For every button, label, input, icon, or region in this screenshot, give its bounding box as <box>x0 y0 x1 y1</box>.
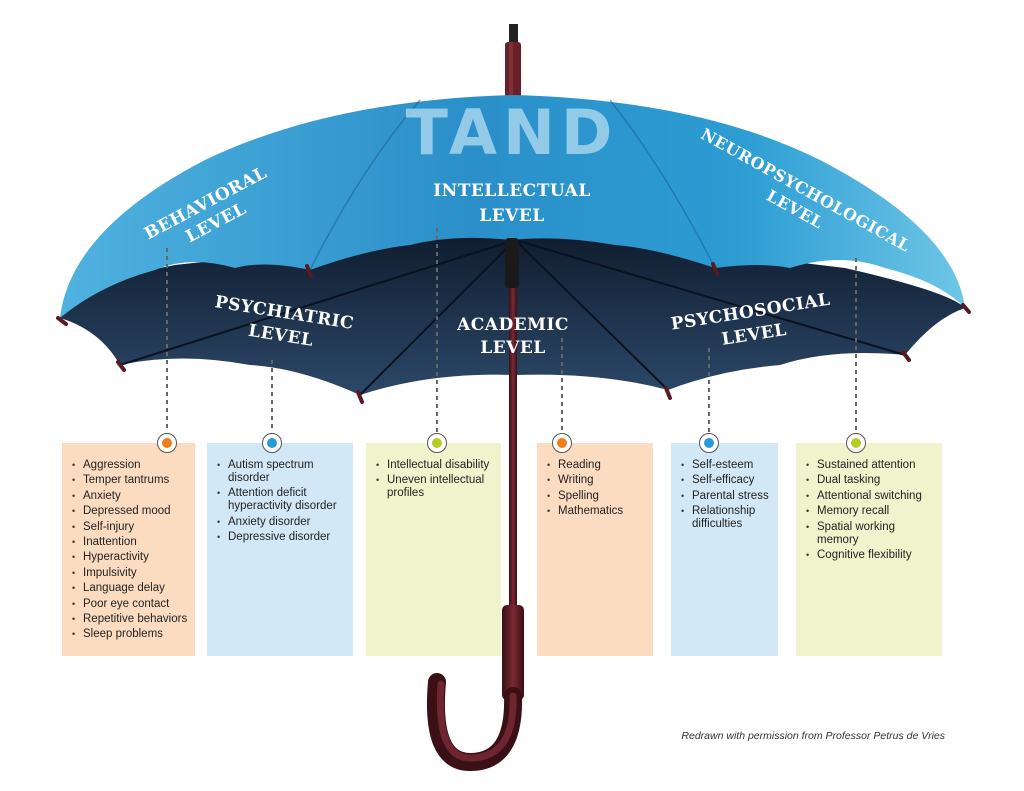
marker-intellectual-icon <box>427 433 447 453</box>
list-item: Repetitive behaviors <box>71 613 189 626</box>
list-item: Uneven intellectual profiles <box>375 474 495 500</box>
list-item: Inattention <box>71 536 189 549</box>
umbrella-handle <box>427 605 524 772</box>
list-item: Self-efficacy <box>680 474 772 487</box>
list-item: Sleep problems <box>71 628 189 641</box>
marker-academic-icon <box>552 433 572 453</box>
list-item: Depressive disorder <box>216 531 347 544</box>
svg-text:LEVEL: LEVEL <box>480 338 546 358</box>
item-list: Autism spectrum disorder Attention defic… <box>216 459 347 544</box>
list-item: Sustained attention <box>805 459 936 472</box>
box-psychosocial: Self-esteem Self-efficacy Parental stres… <box>671 443 778 656</box>
list-item: Impulsivity <box>71 567 189 580</box>
item-list: Self-esteem Self-efficacy Parental stres… <box>680 459 772 531</box>
label-intellectual-level: INTELLECTUAL LEVEL <box>433 181 591 226</box>
box-academic: Reading Writing Spelling Mathematics <box>537 443 653 656</box>
list-item: Temper tantrums <box>71 474 189 487</box>
rib-tips <box>56 262 971 404</box>
label-academic-level: ACADEMIC LEVEL <box>456 315 569 358</box>
svg-text:LEVEL: LEVEL <box>479 206 545 226</box>
list-item: Spelling <box>546 490 647 503</box>
list-item: Autism spectrum disorder <box>216 459 347 485</box>
marker-psychiatric-icon <box>262 433 282 453</box>
connector-lines <box>166 228 857 432</box>
list-item: Spatial working memory <box>805 521 936 547</box>
list-item: Attentional switching <box>805 490 936 503</box>
item-list: Reading Writing Spelling Mathematics <box>546 459 647 518</box>
umbrella-tip <box>505 24 521 102</box>
item-list: Sustained attention Dual tasking Attenti… <box>805 459 936 562</box>
list-item: Depressed mood <box>71 505 189 518</box>
list-item: Parental stress <box>680 490 772 503</box>
marker-behavioral-icon <box>157 433 177 453</box>
box-intellectual: Intellectual disability Uneven intellect… <box>366 443 501 656</box>
marker-neuropsychological-icon <box>846 433 866 453</box>
canopy-top <box>60 95 965 318</box>
list-item: Intellectual disability <box>375 459 495 472</box>
item-list: Intellectual disability Uneven intellect… <box>375 459 495 500</box>
box-neuropsychological: Sustained attention Dual tasking Attenti… <box>796 443 942 656</box>
svg-text:ACADEMIC: ACADEMIC <box>456 315 569 335</box>
marker-psychosocial-icon <box>699 433 719 453</box>
diagram-title: TAND <box>406 96 619 169</box>
list-item: Memory recall <box>805 505 936 518</box>
list-item: Language delay <box>71 582 189 595</box>
list-item: Poor eye contact <box>71 598 189 611</box>
list-item: Cognitive flexibility <box>805 549 936 562</box>
svg-text:INTELLECTUAL: INTELLECTUAL <box>433 181 591 201</box>
list-item: Self-injury <box>71 521 189 534</box>
list-item: Attention deficit hyperactivity disorder <box>216 487 347 513</box>
list-item: Self-esteem <box>680 459 772 472</box>
list-item: Mathematics <box>546 505 647 518</box>
box-behavioral: Aggression Temper tantrums Anxiety Depre… <box>62 443 195 656</box>
list-item: Anxiety <box>71 490 189 503</box>
list-item: Dual tasking <box>805 474 936 487</box>
list-item: Aggression <box>71 459 189 472</box>
canopy-seams <box>309 99 716 271</box>
item-list: Aggression Temper tantrums Anxiety Depre… <box>71 459 189 641</box>
list-item: Anxiety disorder <box>216 516 347 529</box>
credit-note: Redrawn with permission from Professor P… <box>681 730 945 742</box>
list-item: Reading <box>546 459 647 472</box>
list-item: Relationship difficulties <box>680 505 772 531</box>
box-psychiatric: Autism spectrum disorder Attention defic… <box>207 443 353 656</box>
list-item: Hyperactivity <box>71 551 189 564</box>
list-item: Writing <box>546 474 647 487</box>
umbrella-shaft <box>505 238 519 608</box>
